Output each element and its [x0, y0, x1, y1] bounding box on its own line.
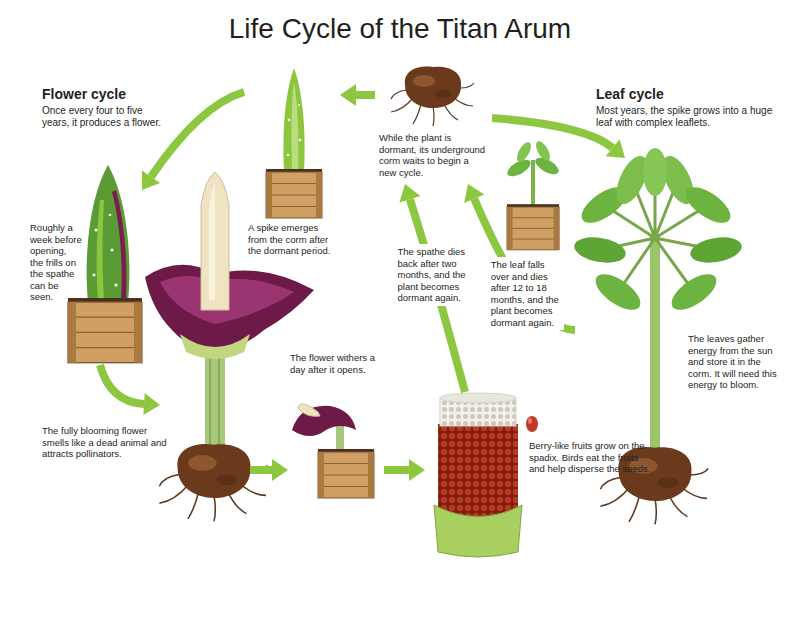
cycle-arrow	[250, 459, 288, 481]
stage-node: A spike emerges from the corm after the …	[244, 66, 340, 263]
cycle-arrow	[384, 459, 425, 481]
stage-node: The flower withers a day after it opens.	[288, 350, 384, 500]
arrow-shaft	[100, 365, 144, 404]
leaf-plant-illustration	[650, 235, 660, 453]
bloom-illustration	[209, 182, 215, 300]
stage-caption: Roughly a week before opening, the frill…	[30, 222, 82, 303]
arrow-head	[464, 184, 484, 203]
bloom-illustration	[201, 172, 229, 310]
arrow-head	[606, 139, 625, 158]
arrow-shaft	[492, 118, 613, 148]
arrow-head	[399, 184, 420, 203]
spike-illustration	[288, 119, 291, 122]
arrow-head	[409, 459, 425, 481]
fruit-illustration	[526, 416, 538, 432]
diagram-title: Life Cycle of the Titan Arum	[0, 12, 800, 46]
withered-flower-illustration	[318, 449, 374, 498]
stage-node: Roughly a week before opening, the frill…	[26, 160, 142, 365]
cycle-arrow	[142, 92, 244, 190]
stage-caption: Berry-like fruits grow on the spadix. Bi…	[529, 440, 656, 475]
fruit-illustration	[440, 393, 516, 403]
sprout-illustration	[514, 140, 534, 164]
leaf-plant-illustration	[666, 267, 722, 316]
sprout-illustration	[533, 139, 553, 163]
cycle-description: Most years, the spike grows into a huge …	[596, 105, 788, 129]
arrow-shaft	[151, 92, 244, 177]
stage-caption: The fully blooming flower smells like a …	[42, 425, 172, 460]
fruit-illustration	[528, 418, 532, 424]
arrow-head	[142, 171, 160, 190]
bud-illustration	[93, 274, 96, 277]
bud-illustration	[68, 298, 142, 363]
corm-illustration	[391, 67, 474, 126]
spike-illustration	[291, 82, 298, 170]
stage-node: Berry-like fruits grow on the spadix. Bi…	[425, 392, 660, 558]
leaf-plant-illustration	[572, 234, 627, 267]
arrow-label: The spathe dies back after two months, a…	[395, 244, 471, 306]
fruit-illustration	[438, 424, 518, 520]
cycle-heading: Leaf cycle	[596, 86, 786, 103]
bloom-illustration	[205, 345, 225, 447]
bud-illustration	[115, 284, 118, 287]
bud-illustration	[109, 214, 112, 217]
fruit-illustration	[434, 393, 538, 557]
spike-illustration	[266, 68, 322, 218]
fruit-illustration	[434, 505, 522, 557]
spike-illustration	[283, 68, 304, 172]
sprout-illustration	[507, 204, 559, 250]
arrow-label: The leaf falls over and dies after 12 to…	[488, 257, 564, 330]
bud-illustration	[112, 190, 127, 300]
bud-illustration	[68, 165, 142, 363]
arrow-shaft	[250, 466, 272, 474]
cycle-heading: Flower cycle	[42, 86, 182, 103]
withered-flower-illustration	[292, 404, 374, 498]
stage-node: The fully blooming flower smells like a …	[38, 405, 250, 510]
sprout-illustration	[531, 160, 535, 206]
corm-illustration	[391, 67, 474, 126]
stage-caption: The flower withers a day after it opens.	[290, 352, 382, 375]
cycle-arrow	[340, 84, 375, 106]
bud-illustration	[97, 200, 104, 300]
stage-caption: A spike emerges from the corm after the …	[248, 222, 336, 257]
spike-illustration	[298, 104, 300, 106]
arrow-head	[340, 84, 356, 106]
spike-illustration	[299, 139, 302, 142]
arrow-shaft	[474, 199, 575, 330]
arrow-head	[272, 459, 288, 481]
arrow-shaft	[356, 91, 375, 99]
leaf-plant-illustration	[643, 148, 667, 196]
bud-illustration	[95, 229, 98, 232]
spike-illustration	[266, 169, 322, 218]
bud-illustration	[111, 249, 114, 252]
spike-illustration	[287, 154, 290, 157]
bloom-illustration	[210, 345, 219, 447]
bloom-illustration	[180, 334, 250, 359]
cycle-description: Once every four to five years, it produc…	[42, 105, 167, 129]
stage-caption: The leaves gather energy from the sun an…	[688, 333, 786, 391]
sprout-illustration	[505, 139, 562, 250]
leaf-plant-illustration	[688, 234, 743, 267]
arrow-shaft	[384, 466, 409, 474]
stage-node: The leaves gather energy from the sun an…	[575, 158, 790, 508]
bud-illustration	[87, 165, 130, 302]
leaf-plant-illustration	[680, 180, 736, 229]
leaf-plant-illustration	[590, 267, 646, 316]
cycle-arrow	[100, 365, 160, 415]
stage-caption: While the plant is dormant, its undergro…	[379, 132, 488, 178]
stage-node: While the plant is dormant, its undergro…	[375, 60, 492, 184]
cycle-arrow	[464, 184, 575, 330]
bloom-illustration	[159, 444, 267, 521]
withered-flower-illustration	[298, 404, 320, 417]
arrow-head	[143, 393, 160, 415]
